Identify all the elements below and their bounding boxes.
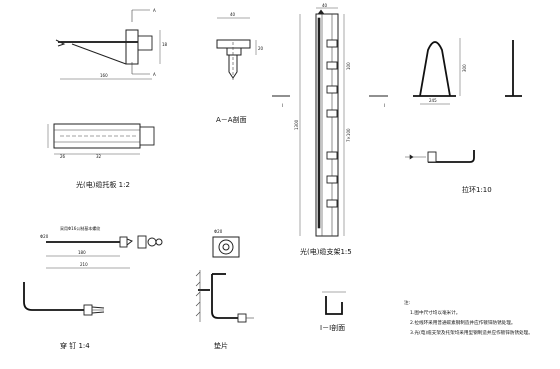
note-3: 3.光(电)缆支架及托架均采用型钢制造并应作镀锌防锈处理。 bbox=[410, 329, 533, 336]
bracket-side-dim: 40 bbox=[322, 3, 328, 8]
section-i-markers: I I bbox=[272, 95, 388, 108]
marker-i-right: I bbox=[384, 103, 385, 108]
bracket-repeat-dim: 7×100 bbox=[346, 128, 351, 142]
tray-right-dim: 32 bbox=[96, 154, 102, 159]
ring-width-dim: 245 bbox=[429, 98, 437, 103]
tray-plan-view: 26 32 bbox=[47, 123, 155, 159]
caption-washer: 垫片 bbox=[214, 341, 228, 350]
notes-block: 注: 1.图中尺寸均以毫米计。 2.拉线环采用普通碳素钢制造并应作镀锌防锈处理。… bbox=[404, 299, 533, 336]
tray-overall-dim: 160 bbox=[100, 73, 108, 78]
tray-side-view: A A 160 18 bbox=[55, 8, 168, 80]
section-11-view bbox=[322, 291, 346, 315]
nail-dia-dim: Φ20 bbox=[40, 234, 49, 239]
nail-len1-dim: 180 bbox=[78, 250, 86, 255]
notes-heading: 注: bbox=[404, 299, 411, 306]
ring-height-dim: 300 bbox=[462, 64, 467, 72]
tray-height-dim: 18 bbox=[162, 42, 168, 47]
caption-aa: A－A剖面 bbox=[216, 115, 247, 124]
nail-nut bbox=[137, 235, 163, 249]
marker-a-bottom: A bbox=[153, 72, 156, 77]
nail-len2-dim: 210 bbox=[80, 262, 88, 267]
caption-bracket: 光(电)缆支架1:5 bbox=[300, 247, 352, 256]
washer-view: Φ20 bbox=[195, 229, 254, 323]
washer-dia-dim: Φ20 bbox=[214, 229, 223, 234]
marker-i-left: I bbox=[282, 103, 283, 108]
pull-ring-plan-view bbox=[405, 150, 475, 163]
aa-depth-dim: 20 bbox=[258, 46, 264, 51]
bracket-height-dim: 1300 bbox=[294, 119, 299, 130]
pull-ring-view: 245 300 bbox=[413, 38, 467, 105]
aa-section-view: 40 20 bbox=[216, 12, 264, 80]
caption-ring: 拉环1:10 bbox=[462, 185, 492, 194]
marker-a-top: A bbox=[153, 8, 156, 13]
tray-left-dim: 26 bbox=[60, 154, 66, 159]
bracket-slots bbox=[326, 39, 338, 208]
caption-nail: 穿 钉 1:4 bbox=[60, 341, 90, 350]
pull-ring-side-view bbox=[505, 40, 522, 97]
note-1: 1.图中尺寸均以毫米计。 bbox=[410, 309, 460, 316]
aa-width-dim: 40 bbox=[230, 12, 236, 17]
washer-wall-hatch bbox=[195, 270, 201, 322]
bracket-view: 1300 100 7×100 40 bbox=[294, 3, 351, 237]
nail-view: 采用Φ16公制基本螺纹 Φ20 180 210 bbox=[23, 225, 163, 316]
note-2: 2.拉线环采用普通碳素钢制造并应作镀锌防锈处理。 bbox=[410, 319, 515, 326]
bracket-pitch-dim: 100 bbox=[346, 62, 351, 70]
caption-section-11: I－I剖面 bbox=[320, 323, 345, 332]
nail-thread-note: 采用Φ16公制基本螺纹 bbox=[60, 225, 100, 231]
caption-tray: 光(电)缆托板 1:2 bbox=[76, 180, 130, 189]
